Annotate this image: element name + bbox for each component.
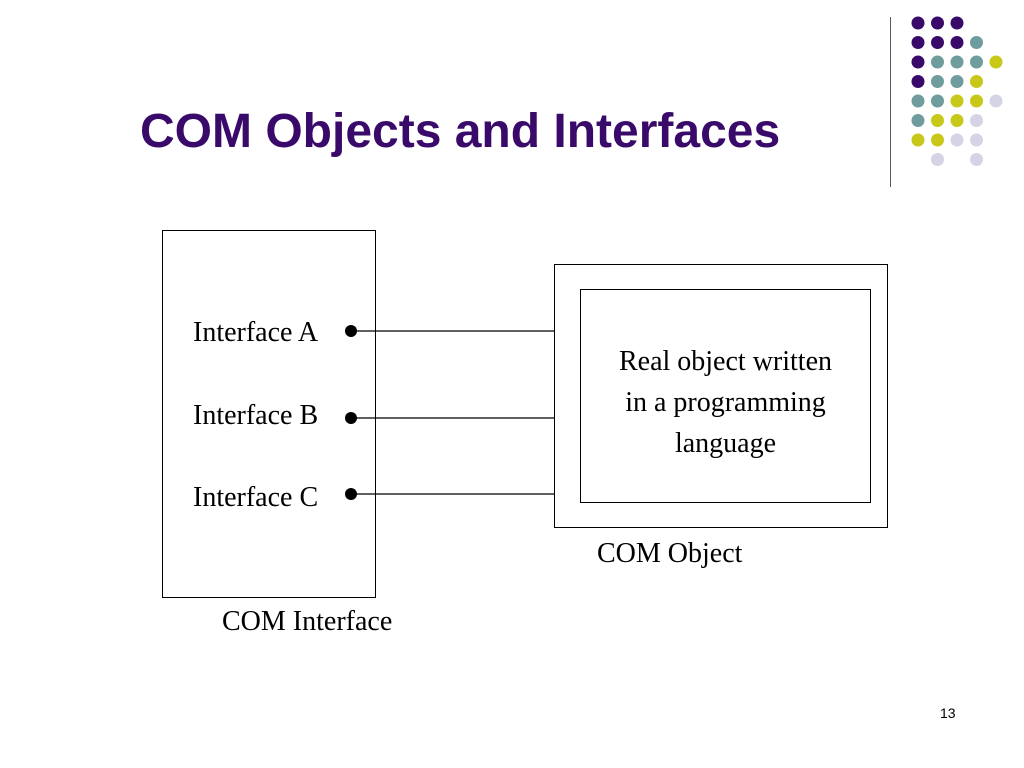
- decorative-dot: [931, 16, 944, 30]
- decorative-dot: [970, 75, 983, 88]
- decorative-dot: [950, 114, 964, 127]
- decorative-dot: [989, 55, 1003, 69]
- decorative-dot: [970, 55, 983, 69]
- interface-c-label: Interface C: [193, 482, 319, 513]
- decorative-dot: [970, 36, 983, 49]
- decorative-dot: [911, 16, 925, 30]
- decorative-dot: [950, 94, 964, 108]
- decorative-dot: [911, 114, 925, 127]
- decorative-dot: [931, 36, 944, 49]
- decorative-dot: [911, 133, 925, 147]
- decorative-dot: [931, 114, 944, 127]
- page-number: 13: [940, 705, 956, 721]
- decorative-dot: [911, 55, 925, 69]
- decorative-dot: [931, 153, 944, 166]
- interface-b-label: Interface B: [193, 400, 319, 431]
- decorative-dot: [931, 94, 944, 108]
- decorative-dot: [950, 75, 964, 88]
- real-object-box: [580, 289, 871, 503]
- decorative-dot: [950, 133, 964, 147]
- decorative-dot: [911, 36, 925, 49]
- com-interface-label: COM Interface: [222, 606, 393, 637]
- interface-a-label: Interface A: [193, 317, 319, 348]
- real-object-text: Real object written in a programming lan…: [618, 346, 833, 459]
- decorative-dot: [931, 55, 944, 69]
- decorative-dot: [970, 94, 983, 108]
- decorative-dot: [950, 36, 964, 49]
- decorative-dot: [970, 114, 983, 127]
- com-object-label: COM Object: [597, 538, 743, 569]
- slide-title: COM Objects and Interfaces: [140, 105, 781, 158]
- com-interface-box: [162, 230, 376, 598]
- decorative-dot: [970, 133, 983, 147]
- title-divider-line: [890, 17, 891, 187]
- decorative-dot: [989, 94, 1003, 108]
- decorative-dot: [950, 55, 964, 69]
- decorative-dot: [950, 16, 964, 30]
- decorative-dot-grid: [911, 16, 1003, 166]
- decorative-dot: [911, 75, 925, 88]
- decorative-dot: [911, 94, 925, 108]
- decorative-dot: [970, 153, 983, 166]
- decorative-dot: [931, 75, 944, 88]
- decorative-dot: [931, 133, 944, 147]
